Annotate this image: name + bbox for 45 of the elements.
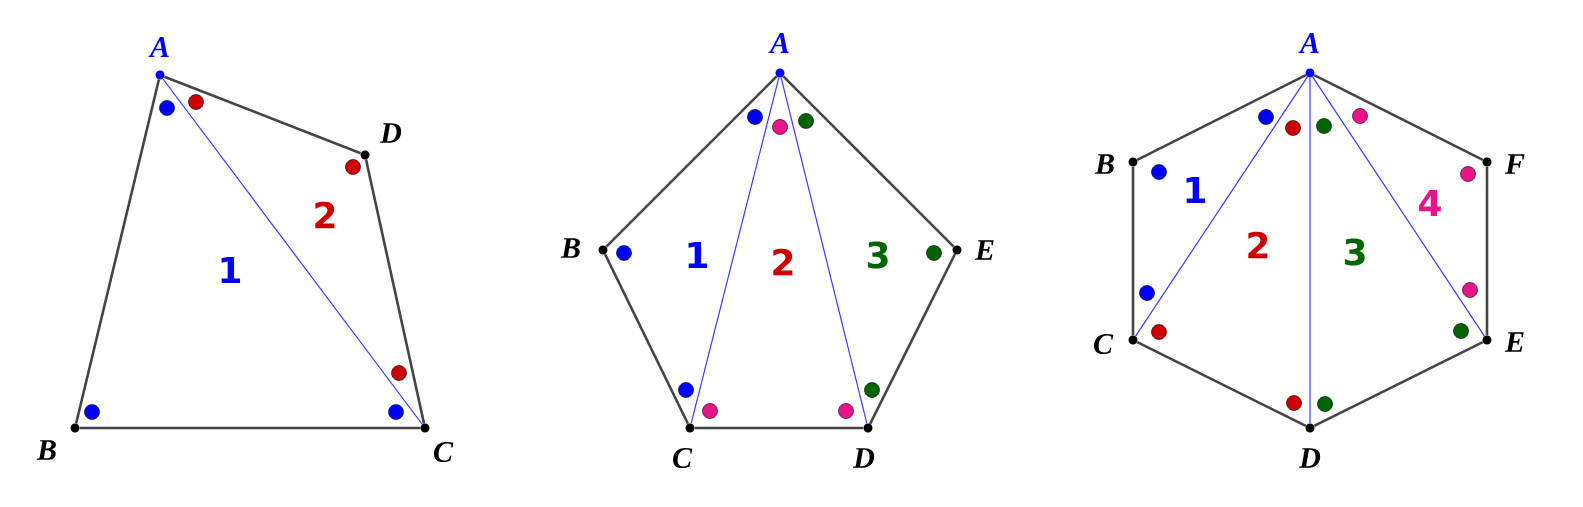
polygon-side	[1131, 166, 1135, 336]
vertex-label: A	[768, 33, 789, 53]
diagonal	[162, 78, 423, 425]
region-number: 4	[1419, 189, 1441, 217]
vertex-label: D	[379, 123, 402, 143]
polygon-side	[74, 79, 161, 424]
vertex-label: A	[148, 37, 169, 57]
polygon-side	[1313, 340, 1484, 428]
region-number: 1	[1186, 176, 1206, 204]
polygon-side	[79, 426, 421, 430]
vertex-label: A	[1298, 33, 1319, 53]
vertex-label: C	[434, 441, 454, 463]
polygon-side	[868, 253, 957, 425]
vertex-label: B	[36, 440, 56, 460]
vertex-label: E	[1504, 332, 1524, 352]
polygon-side	[605, 75, 778, 248]
polygon-side	[1136, 73, 1307, 162]
polygon-side	[603, 253, 690, 425]
region-number: 2	[773, 248, 793, 276]
polygon-side	[782, 75, 955, 248]
region-number: 2	[1248, 231, 1268, 259]
region-number: 3	[867, 241, 888, 269]
vertex-label: D	[1298, 448, 1321, 468]
diagonal	[1309, 77, 1311, 424]
vertex-label: B	[1094, 154, 1114, 174]
region-number: 1	[688, 241, 708, 269]
polygon-side	[694, 426, 864, 430]
polygon-side	[163, 75, 362, 155]
polygon-side	[1313, 73, 1484, 162]
vertex-label: B	[560, 238, 580, 258]
vertex-label: F	[1505, 154, 1525, 174]
vertex-label: D	[852, 448, 875, 468]
region-number: 2	[315, 201, 335, 229]
diagonal	[1312, 76, 1485, 337]
vertex-label: C	[1094, 333, 1114, 355]
region-number: 1	[221, 256, 241, 284]
polygon-side	[1136, 340, 1307, 428]
vertex-label: C	[673, 447, 693, 469]
diagonal	[690, 76, 780, 425]
diagonal	[780, 76, 868, 425]
polygon-side	[364, 159, 426, 424]
diagonal	[1135, 76, 1308, 337]
vertex-label: E	[974, 240, 994, 260]
polygon-side	[1485, 166, 1489, 336]
region-number: 3	[1344, 238, 1365, 266]
